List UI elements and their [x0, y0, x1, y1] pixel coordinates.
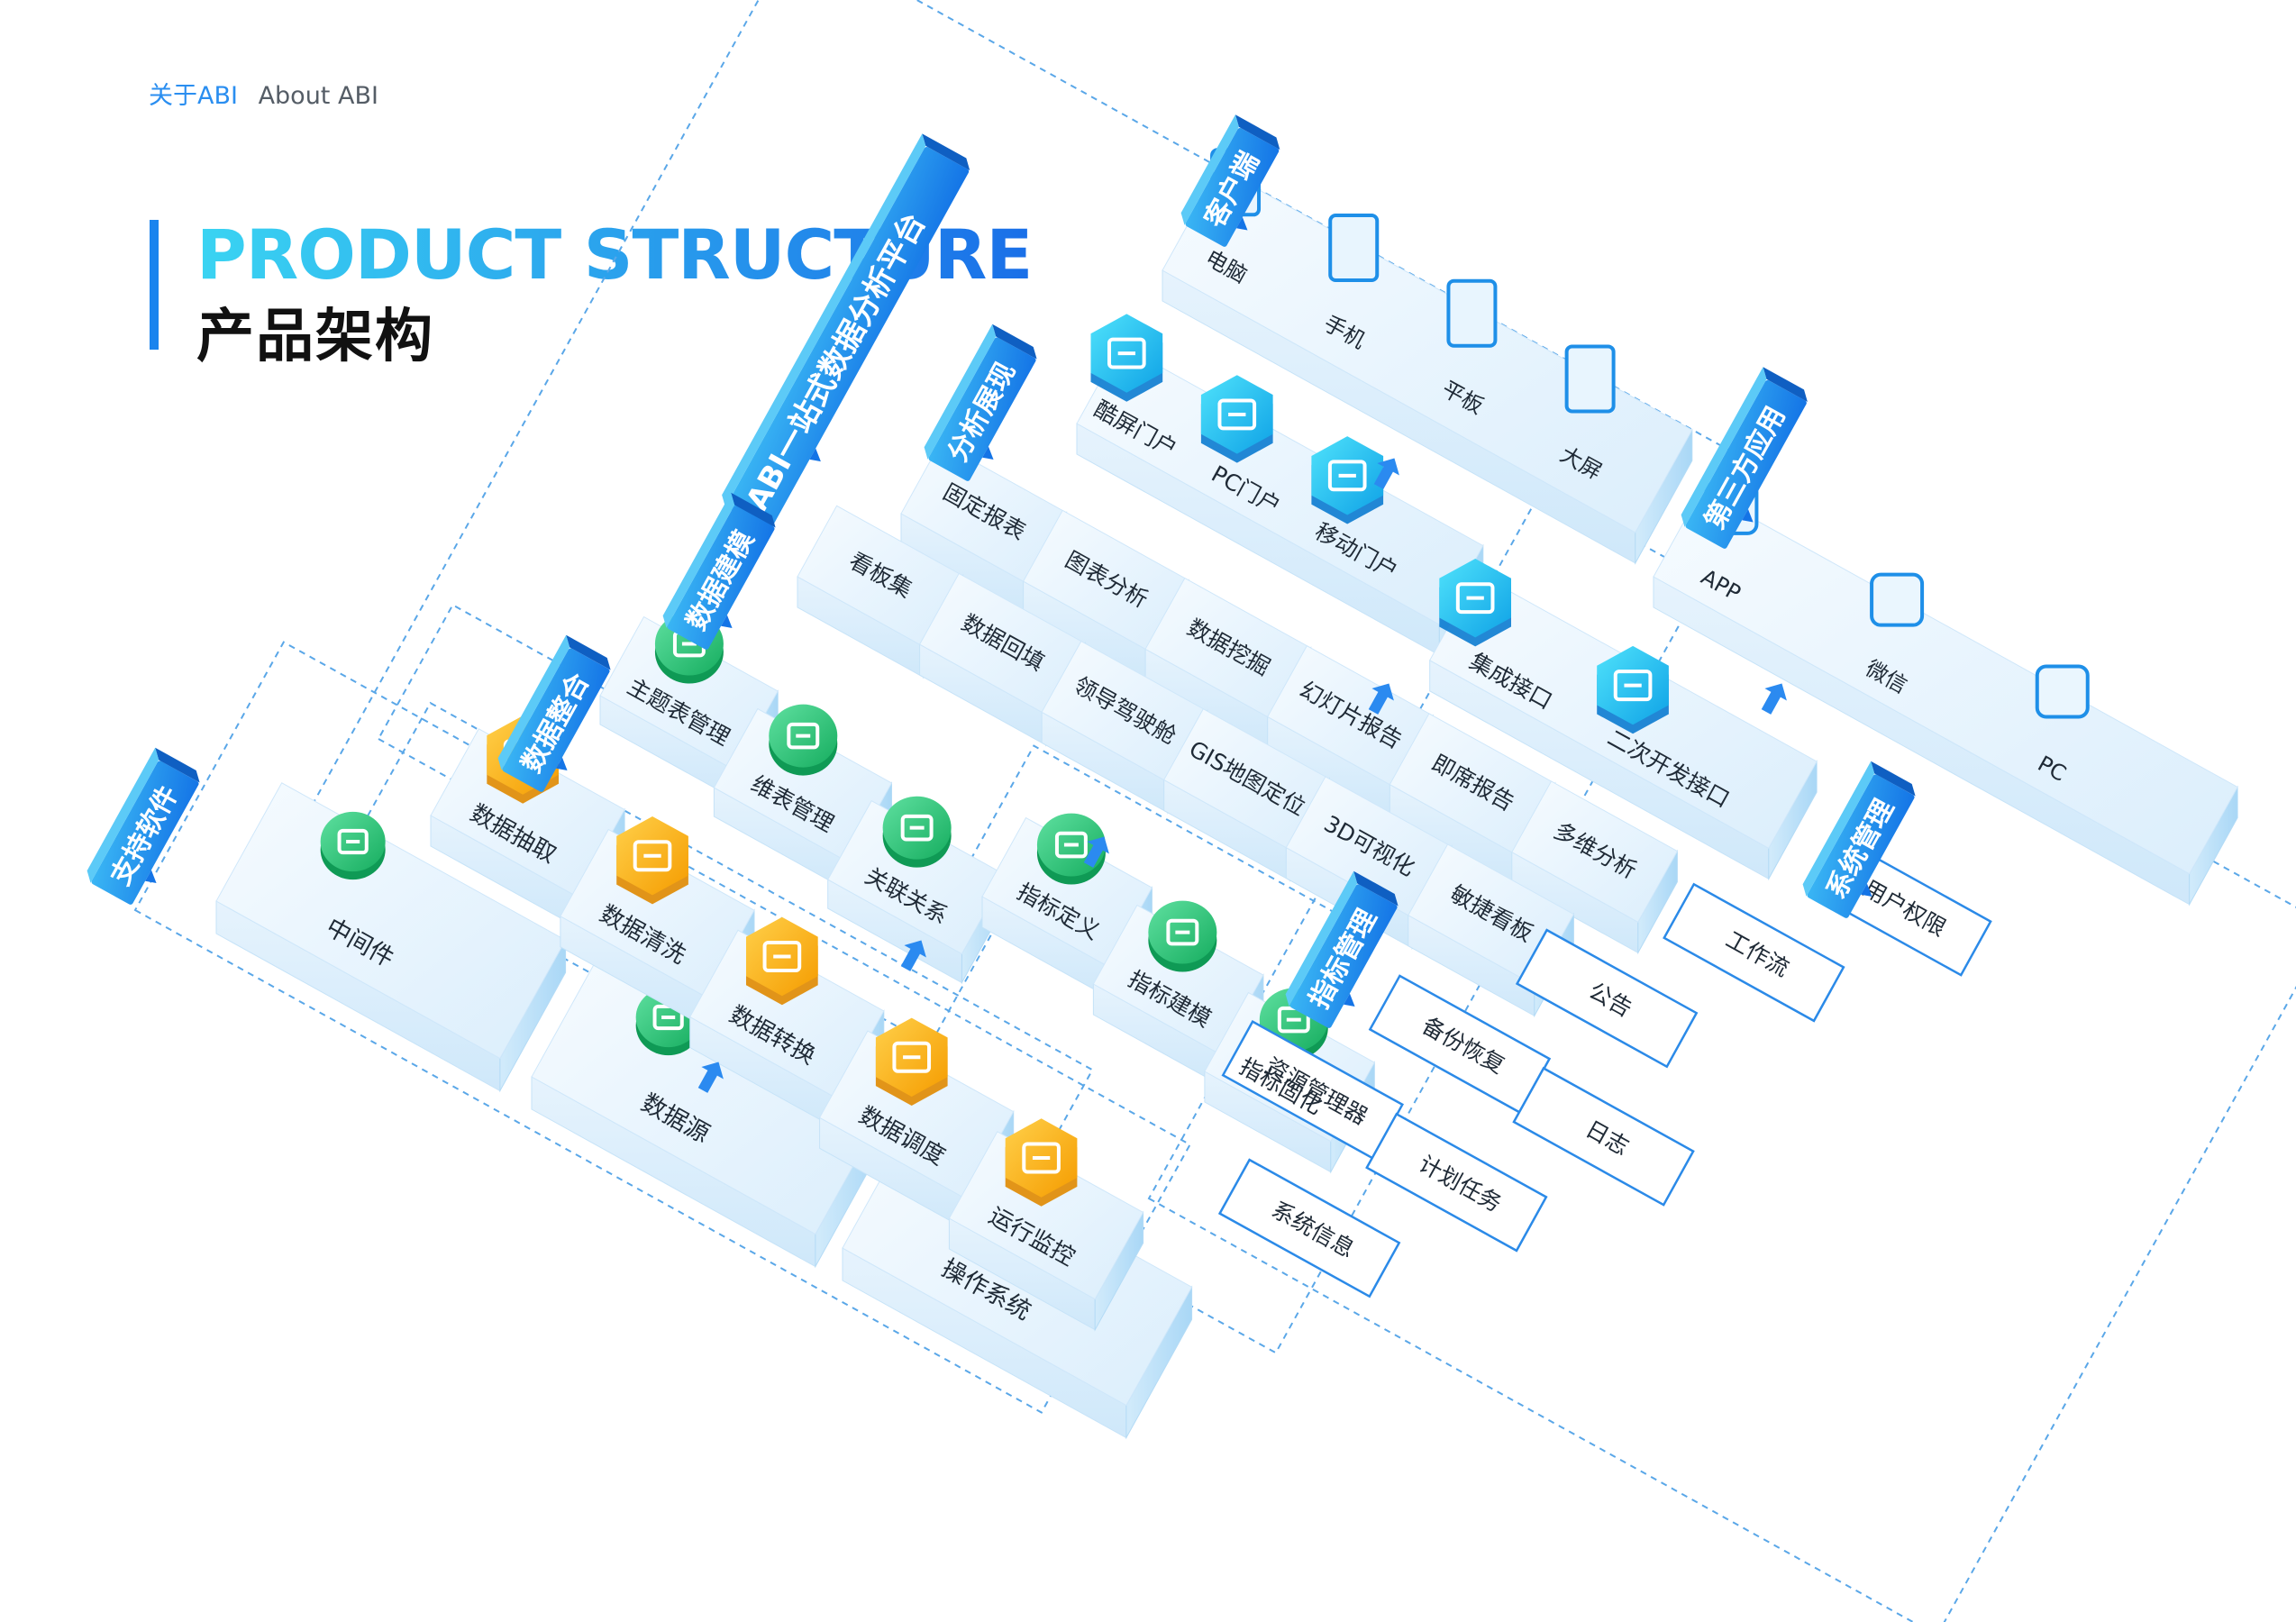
tag-modeling: 数据建模 — [662, 492, 776, 650]
system-card — [1217, 1158, 1401, 1299]
convert-icon — [746, 916, 818, 1006]
tag-analysis: 分析展现 — [924, 323, 1037, 481]
arrow-up-icon — [1373, 458, 1399, 489]
wechat-icon — [1870, 572, 1925, 627]
bar-chart-icon — [616, 816, 688, 905]
tag-support: 支持软件 — [87, 747, 200, 905]
arrow-up-icon — [1083, 836, 1109, 868]
system-card — [1365, 1112, 1548, 1253]
system-card — [1663, 882, 1845, 1023]
link-icon — [882, 796, 952, 868]
cluster-icon — [1148, 900, 1217, 972]
integration-icon — [1439, 559, 1511, 647]
modeling-frame — [377, 603, 1007, 1046]
phone-icon — [1328, 214, 1380, 283]
support-block-0 — [215, 782, 567, 1093]
tag-clients: 客户端 — [1180, 114, 1280, 247]
monitor-pulse-icon — [1005, 1118, 1078, 1207]
dim-table-icon — [769, 704, 838, 776]
arrow-up-icon — [1368, 683, 1394, 715]
windows-icon — [2035, 664, 2090, 719]
sync-icon — [1597, 645, 1669, 734]
arrow-up-icon — [697, 1062, 724, 1093]
clients-block — [1162, 167, 1693, 565]
analysis-block-0-5 — [1511, 780, 1679, 955]
big-screen-icon — [1090, 314, 1163, 402]
system-card — [1221, 1020, 1404, 1160]
screen-play-icon — [1564, 344, 1616, 414]
system-card — [1515, 928, 1699, 1069]
thirdparty-block — [1653, 489, 2238, 907]
breadcrumb-section-en: About ABI — [258, 82, 378, 110]
middleware-icon — [320, 811, 386, 880]
system-card — [1512, 1066, 1695, 1207]
system-card — [1368, 974, 1552, 1115]
schedule-icon — [875, 1017, 948, 1106]
tablet-icon — [1446, 278, 1498, 348]
platform-tag-text: ABI一站式数据分析平台 — [739, 207, 933, 517]
arrow-up-icon — [1761, 683, 1787, 715]
page-title-cn: 产品架构 — [196, 304, 434, 370]
title-accent-bar — [150, 220, 159, 350]
mobile-icon — [1311, 436, 1384, 524]
breadcrumb-section[interactable]: 关于ABI — [149, 82, 238, 110]
pc-icon — [1200, 375, 1273, 463]
integration-block-4 — [948, 1131, 1144, 1332]
arrow-up-icon — [900, 940, 926, 971]
breadcrumb: 关于ABI About ABI — [149, 76, 378, 111]
